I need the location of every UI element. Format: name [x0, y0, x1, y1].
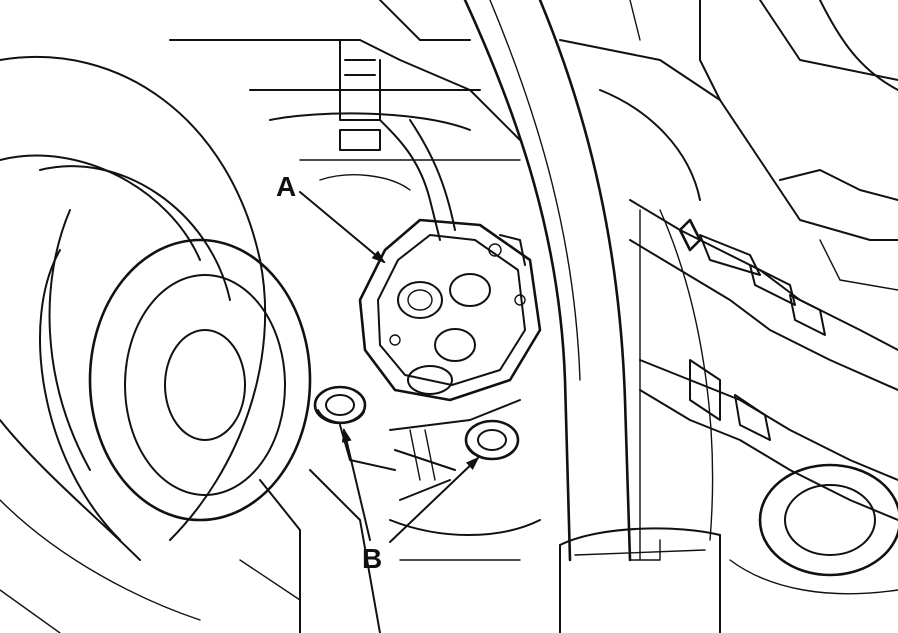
pulley-assembly [0, 55, 312, 633]
lower-mount [239, 469, 541, 633]
oil-cooler-housing [358, 218, 542, 402]
callout-label-b: B [362, 543, 382, 574]
bolt-left [313, 385, 367, 425]
vertical-hose [463, 0, 721, 633]
callout-b: B [341, 428, 480, 574]
callout-label-a: A [276, 171, 296, 202]
fuel-line-fittings [629, 199, 898, 561]
mounting-bolts [313, 385, 521, 501]
upper-right-structure [559, 0, 898, 291]
lower-right-fitting [729, 463, 898, 595]
callout-a: A [276, 171, 386, 264]
engine-head-structure [169, 0, 521, 241]
bolt-right [464, 419, 520, 461]
